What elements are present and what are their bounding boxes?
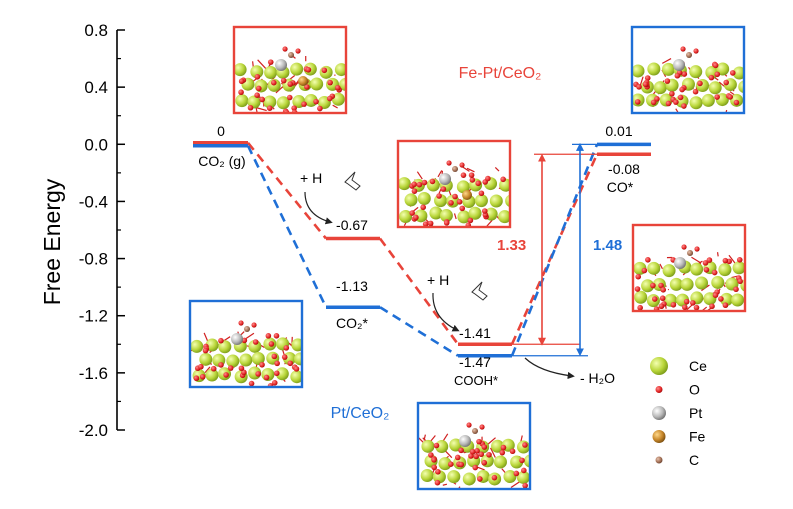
minus-h2o-annotation: - H₂O bbox=[524, 357, 615, 386]
value-label-pt-co: 0.01 bbox=[605, 123, 632, 139]
curved-arrow-1 bbox=[304, 191, 333, 225]
hollow-arrow-2 bbox=[471, 281, 488, 301]
y-ticks: 0.8 0.4 0.0 -0.4 -0.8 -1.2 -1.6 -2.0 bbox=[79, 21, 125, 440]
legend-label-o: O bbox=[689, 382, 700, 398]
structure-inset bbox=[630, 25, 746, 115]
hollow-arrow-1 bbox=[344, 171, 361, 191]
state-label-co2g: CO₂ (g) bbox=[198, 153, 245, 169]
connector-pt bbox=[379, 306, 459, 357]
y-tick-label: -0.8 bbox=[79, 250, 108, 269]
value-label-fept-co: -0.08 bbox=[608, 161, 640, 177]
y-tick-label: 0.4 bbox=[84, 78, 108, 97]
inset-frame bbox=[630, 25, 746, 115]
legend-swatch-o bbox=[655, 386, 663, 393]
inset-frame bbox=[188, 299, 304, 389]
energy-levels bbox=[193, 141, 651, 358]
connector-fept bbox=[246, 141, 328, 240]
barrier-arrows bbox=[512, 142, 597, 357]
value-label-pt-co2ads: -1.13 bbox=[336, 278, 368, 294]
legend-label-pt: Pt bbox=[689, 405, 702, 421]
inset-frame bbox=[396, 139, 512, 229]
state-label-co2ads: CO₂* bbox=[336, 315, 368, 331]
y-tick-label: -1.6 bbox=[79, 364, 108, 383]
minus-h2o-label: - H₂O bbox=[580, 370, 615, 386]
y-tick-label: 0.0 bbox=[84, 135, 108, 154]
y-tick-label: -1.2 bbox=[79, 307, 108, 326]
series-name-fept: Fe-Pt/CeO₂ bbox=[459, 65, 542, 82]
legend-swatch-ce bbox=[650, 357, 668, 375]
barrier-label-fept: 1.33 bbox=[497, 237, 526, 254]
state-label-co: CO* bbox=[607, 179, 634, 195]
connector-pt bbox=[510, 143, 599, 357]
structure-inset bbox=[188, 299, 304, 389]
inset-frame bbox=[631, 223, 747, 313]
y-tick-label: -2.0 bbox=[79, 421, 108, 440]
value-label-fept-cooh: -1.41 bbox=[459, 325, 491, 341]
y-tick-label: -0.4 bbox=[79, 192, 108, 211]
structure-inset bbox=[416, 401, 532, 491]
legend-label-c: C bbox=[689, 452, 699, 468]
structure-inset bbox=[232, 25, 348, 115]
curved-arrow-h2o bbox=[524, 357, 575, 380]
state-label-cooh: COOH* bbox=[454, 373, 498, 388]
inset-frame bbox=[416, 401, 532, 491]
value-label-fept-co2g: 0 bbox=[217, 123, 225, 139]
legend-swatch-fe bbox=[652, 430, 666, 443]
curved-arrow-2 bbox=[432, 292, 460, 332]
legend-swatch-c bbox=[655, 456, 663, 464]
value-label-pt-cooh: -1.47 bbox=[459, 354, 491, 370]
value-label-fept-co2ads: -0.67 bbox=[336, 217, 368, 233]
inset-frame bbox=[232, 25, 348, 115]
legend-label-fe: Fe bbox=[689, 429, 706, 445]
plus-h-label-2: + H bbox=[427, 272, 449, 288]
legend-swatch-pt bbox=[652, 406, 666, 420]
plus-h-label-1: + H bbox=[300, 170, 322, 186]
y-axis: 0.8 0.4 0.0 -0.4 -0.8 -1.2 -1.6 -2.0 Free Energ… bbox=[39, 21, 125, 440]
y-tick-label: 0.8 bbox=[84, 21, 108, 40]
series-name-pt: Pt/CeO₂ bbox=[331, 405, 390, 422]
state-labels: CO₂ (g) CO₂* COOH* CO* bbox=[198, 153, 633, 388]
structure-inset bbox=[396, 139, 512, 229]
barrier-label-pt: 1.48 bbox=[593, 237, 622, 254]
structure-insets bbox=[188, 25, 747, 491]
connector-fept bbox=[378, 237, 460, 345]
plus-h-annotation-1: + H + H bbox=[300, 170, 488, 332]
y-axis-label: Free Energy bbox=[39, 178, 65, 305]
value-labels: 0 -0.67 -1.41 -0.08 -1.13 -1.47 0.01 bbox=[217, 123, 640, 370]
structure-inset bbox=[631, 223, 747, 313]
legend-label-ce: Ce bbox=[689, 358, 707, 374]
